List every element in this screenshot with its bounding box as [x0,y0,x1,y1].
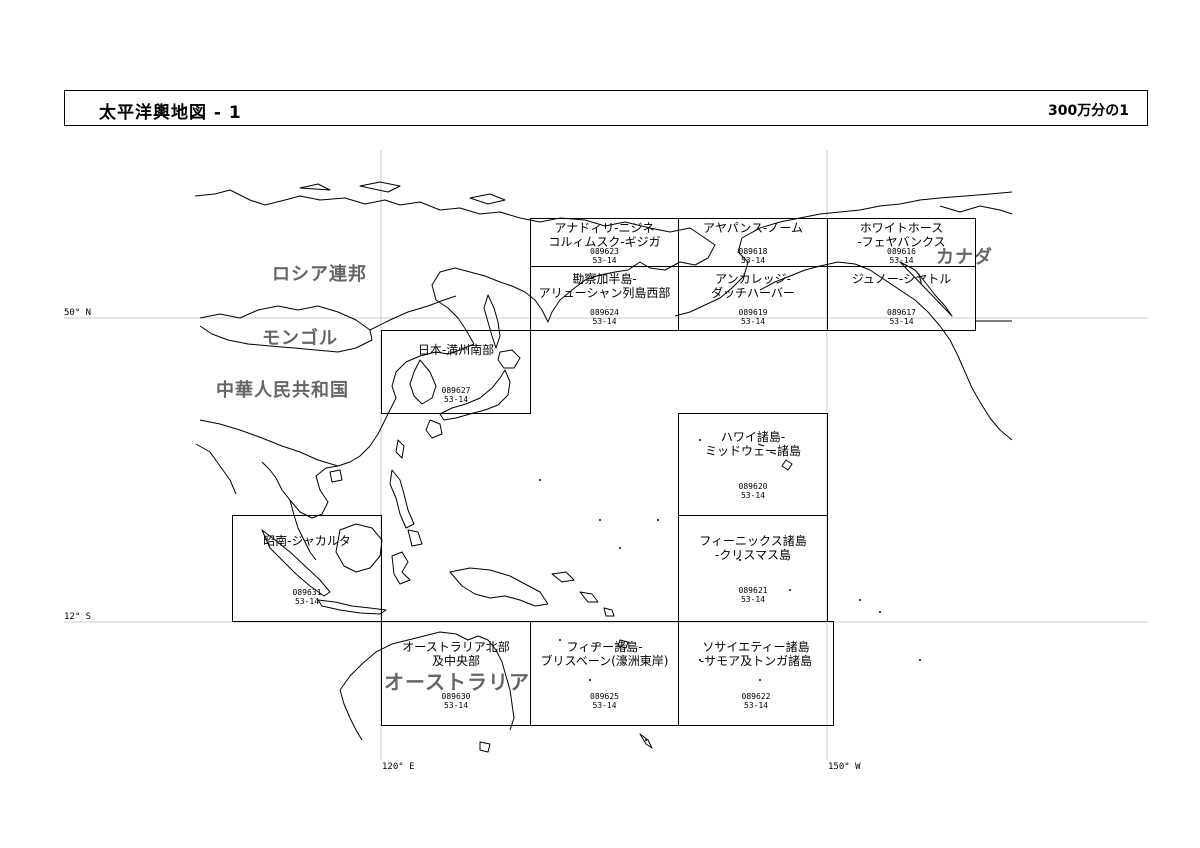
sheet-089622[interactable]: ソサイエティー諸島 -サモア及トンガ諸島 089622 53-14 [678,621,834,726]
coast-arctic-canada [939,205,1013,215]
coast-korea [409,359,437,405]
coast-malay [289,499,317,561]
country-mongolia: モンゴル [262,328,338,349]
island-dots [539,439,921,741]
coast-bismarck [551,571,575,583]
sheet-code: 089624 53-14 [590,308,619,326]
coast-borneo [335,523,383,573]
label-lat-12s: 12° S [64,612,92,622]
map-title: 太平洋輿地図 - 1 [99,103,242,123]
map-scale: 300万分の1 [1048,103,1129,119]
sheet-code: 089625 53-14 [590,692,619,710]
coast-solomon [579,591,615,617]
sheet-name: 昭南-ジャカルタ [263,534,351,548]
border-india [195,443,237,495]
label-lon-150w: 150° W [828,762,861,772]
sheet-089616[interactable]: ホワイトホース -フェヤバンクス 089616 53-14 [827,218,976,267]
coast-siberia-north [194,189,691,233]
sheet-name: フィーニックス諸島 -クリスマス島 [699,534,807,562]
country-china: 中華人民共和国 [216,380,349,401]
sheet-089627[interactable]: 日本-満州南部 089627 53-14 [381,330,531,414]
sheet-name: フィヂー諸島- ブリスベーン(濠洲東岸) [540,640,669,668]
border-china-south [199,419,339,467]
sheet-name: オーストラリア北部 及中央部 [402,640,510,668]
coast-arctic-islands [299,181,506,205]
sheet-code: 089618 53-14 [738,247,768,265]
coast-indochina [261,461,339,519]
coast-okhotsk [431,267,501,345]
sheet-089631[interactable]: 昭南-ジャカルタ 089631 53-14 [232,515,382,622]
sheet-name: 勘察加半島- アリューシャン列島西部 [538,272,671,300]
sheet-code: 089621 53-14 [738,586,768,604]
sheet-code: 089616 53-14 [887,247,916,265]
border-russia-china [369,295,457,331]
coastlines [194,181,1013,753]
sheet-089625[interactable]: フィヂー諸島- ブリスベーン(濠洲東岸) 089625 53-14 [530,621,679,726]
sheet-089619[interactable]: アンカレッジ- ダッチハーバー 089619 53-14 [678,266,828,331]
sheet-089624[interactable]: 勘察加半島- アリューシャン列島西部 089624 53-14 [530,266,679,331]
sheet-code: 089630 53-14 [441,692,471,710]
coast-philippines [389,469,415,529]
coast-new-guinea [449,567,549,607]
sheet-name: ハワイ諸島- ミッドウェー諸島 [704,430,801,458]
coast-sulawesi [391,551,411,585]
country-australia: オーストラリア [384,670,530,694]
country-canada: カナダ [936,247,993,268]
label-lat-50n: 50° N [64,308,92,318]
coast-bc-islands [899,261,953,317]
map-header: 太平洋輿地図 - 1 300万分の1 [64,90,1148,126]
coast-mindanao [407,529,423,547]
coast-kamchatka [499,271,616,323]
coast-honshu [439,369,511,421]
coast-australia-west [339,689,363,741]
sheet-code: 089623 53-14 [590,247,619,265]
coast-kyushu [425,419,443,439]
coast-china [337,343,475,467]
sheet-name: アヤパンス-ノーム [702,221,804,235]
coast-na-west [971,387,1013,441]
coast-sumatra [261,529,331,597]
sheet-name: アナドィリ-ニジネ コルィムスク-ギジガ [548,221,661,249]
sheet-code: 089617 53-14 [887,308,916,326]
coast-sakhalin [483,294,501,349]
sheet-name: 日本-満州南部 [417,343,495,357]
coast-taiwan [395,439,405,459]
sheet-code: 089620 53-14 [738,482,768,500]
coast-chukotka [614,227,716,273]
sheet-name: ジュノー-シヤトル [851,272,952,286]
coast-newzealand [639,733,653,749]
label-lon-120e: 120° E [382,762,415,772]
country-russia: ロシア連邦 [272,264,367,285]
coast-fiji [617,639,629,649]
sheet-089630[interactable]: オーストラリア北部 及中央部 089630 53-14 [381,621,531,726]
coast-hawaii [757,443,793,471]
sheet-code: 089631 53-14 [292,588,322,606]
sheet-089617[interactable]: ジュノー-シヤトル 089617 53-14 [827,266,976,331]
sheet-089621[interactable]: フィーニックス諸島 -クリスマス島 089621 53-14 [678,515,828,622]
sheet-code: 089627 53-14 [441,386,471,404]
sheet-name: ソサイエティー諸島 -サモア及トンガ諸島 [699,640,813,668]
sheet-089620[interactable]: ハワイ諸島- ミッドウェー諸島 089620 53-14 [678,413,828,516]
sheet-code: 089622 53-14 [741,692,771,710]
sheet-code: 089619 53-14 [738,308,768,326]
coast-hainan [329,469,343,483]
coast-hokkaido [497,349,521,369]
coast-australia [339,631,515,731]
coast-alaska-west [674,237,749,317]
sheet-089623[interactable]: アナドィリ-ニジネ コルィムスク-ギジガ 089623 53-14 [530,218,679,267]
border-mongolia [199,305,373,353]
sheet-089618[interactable]: アヤパンス-ノーム 089618 53-14 [678,218,828,267]
coast-tasmania [479,741,491,753]
coast-alaska-south [759,261,973,389]
coast-alaska [741,191,1013,239]
coast-java [317,599,387,615]
sheet-name: アンカレッジ- ダッチハーバー [711,272,795,300]
sheet-name: ホワイトホース -フェヤバンクス [857,221,946,249]
